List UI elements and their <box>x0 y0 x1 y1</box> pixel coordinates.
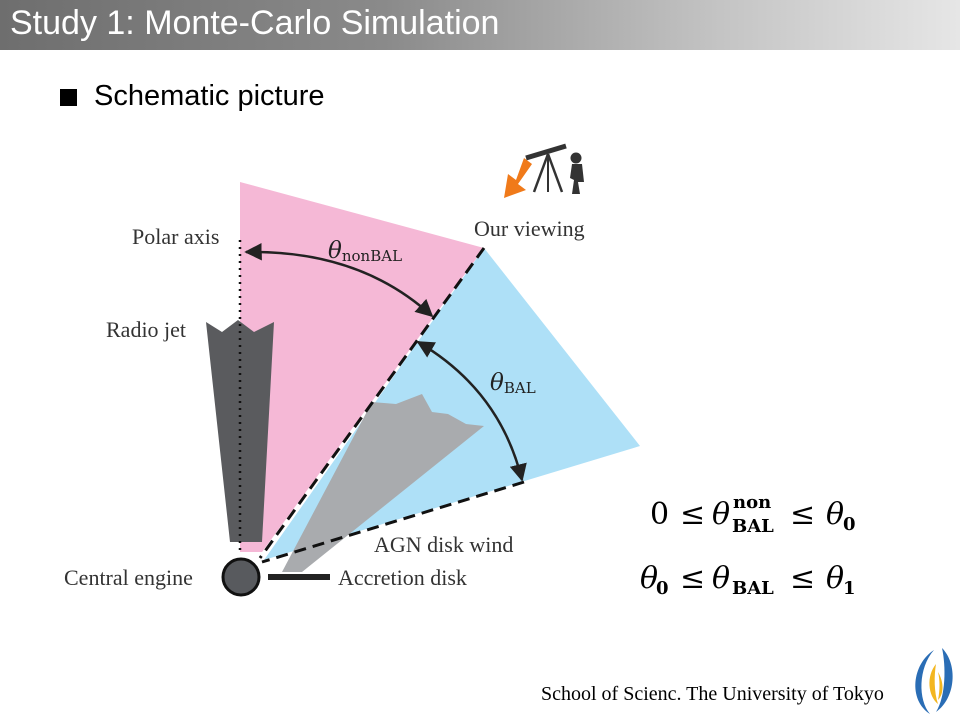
svg-text:θ: θ <box>712 561 730 596</box>
theta-bal-label: θBAL <box>490 370 536 397</box>
svg-text:θ: θ <box>826 561 844 596</box>
accretion-disk-label: Accretion disk <box>338 565 467 590</box>
bullet-text: Schematic picture <box>94 80 325 112</box>
svg-text:θ: θ <box>826 497 844 532</box>
our-viewing-label: Our viewing <box>474 216 585 241</box>
central-engine-icon <box>221 557 261 597</box>
university-logo-icon <box>915 648 953 714</box>
svg-text:≤: ≤ <box>790 561 815 596</box>
outer-boundary-line <box>261 480 525 564</box>
equation-2: θ 0 ≤ θ BAL ≤ θ 1 <box>640 561 856 599</box>
agn-disk-wind-label: AGN disk wind <box>374 532 513 557</box>
equation-1: 0 ≤ θ non BAL ≤ θ 0 <box>650 492 856 537</box>
svg-text:≤: ≤ <box>680 561 705 596</box>
theta-nonbal-label: θnonBAL <box>328 238 402 265</box>
svg-text:non: non <box>733 492 771 513</box>
telescope-observer-icon <box>504 143 584 198</box>
theta-bal-arc <box>416 340 527 482</box>
theta-nonbal-arc <box>244 242 434 318</box>
svg-text:≤: ≤ <box>680 497 705 532</box>
svg-text:0: 0 <box>650 497 669 532</box>
footer-text: School of Scienc. The University of Toky… <box>541 683 884 705</box>
svg-text:0: 0 <box>843 514 856 535</box>
svg-text:θ: θ <box>712 497 730 532</box>
title-bar: Study 1: Monte-Carlo Simulation <box>0 0 960 50</box>
viewing-boundary-line <box>258 247 486 559</box>
central-engine-label: Central engine <box>64 565 193 590</box>
radio-jet-label: Radio jet <box>106 317 186 342</box>
accretion-disk <box>268 574 330 580</box>
slide-title: Study 1: Monte-Carlo Simulation <box>10 4 500 42</box>
svg-text:0: 0 <box>656 578 669 599</box>
svg-text:θ: θ <box>640 561 658 596</box>
svg-text:≤: ≤ <box>790 497 815 532</box>
svg-text:BAL: BAL <box>732 516 774 537</box>
orange-arrow-icon <box>504 158 532 198</box>
bullet-square-icon <box>60 89 77 106</box>
svg-text:BAL: BAL <box>732 578 774 599</box>
svg-text:1: 1 <box>843 578 856 599</box>
polar-axis-label: Polar axis <box>132 224 219 249</box>
